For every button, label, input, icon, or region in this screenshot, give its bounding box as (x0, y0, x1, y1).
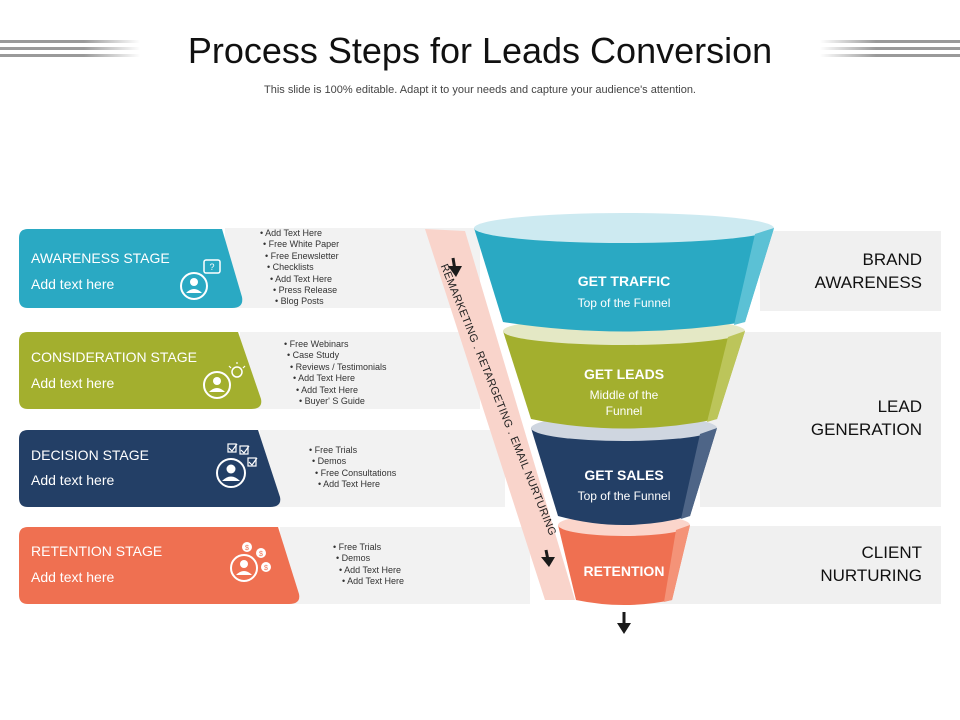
list-item: Add Text Here (260, 228, 339, 239)
user-money-icon: $ $ $ (230, 542, 271, 582)
decorative-lines-right (820, 40, 960, 64)
left-panel-retention (280, 527, 530, 604)
list-item: Press Release (260, 285, 339, 296)
list-item: Blog Posts (260, 296, 339, 307)
stage-card-consideration (19, 332, 262, 409)
user-idea-icon (203, 362, 246, 399)
funnel-output-arrow (617, 612, 631, 634)
stage-title-retention: RETENTION STAGE (31, 543, 163, 559)
list-item: Add Text Here (284, 373, 387, 384)
bullet-list-retention: Free Trials Demos Add Text Here Add Text… (333, 542, 404, 588)
list-item: Demos (309, 456, 396, 467)
stage-card-retention (19, 527, 300, 604)
stage-title-consideration: CONSIDERATION STAGE (31, 349, 197, 365)
right-label-line: BRAND (862, 250, 922, 269)
svg-text:$: $ (245, 545, 249, 552)
right-label-line: GENERATION (810, 420, 922, 439)
list-item: Free White Paper (260, 239, 340, 250)
funnel-segment-get-leads (503, 331, 745, 429)
nurturing-band (425, 229, 575, 600)
list-item: Add Text Here (333, 576, 404, 587)
stage-subtitle-decision: Add text here (31, 472, 115, 488)
funnel-segment-get-sales (531, 428, 717, 525)
svg-text:$: $ (264, 565, 268, 572)
funnel-sub-get-leads: Middle of the Funnel (589, 388, 659, 418)
page-subtitle: This slide is 100% editable. Adapt it to… (264, 84, 696, 96)
stage-card-decision (19, 430, 281, 507)
funnel-title-get-sales: GET SALES (584, 467, 664, 483)
list-item: Add Text Here (260, 274, 339, 285)
list-item: Add Text Here (284, 385, 387, 396)
funnel-title-get-leads: GET LEADS (583, 366, 665, 382)
right-panel-lead-generation (700, 332, 941, 507)
bullet-list-awareness: Add Text Here Free White Paper Free Enew… (260, 228, 339, 308)
funnel-sub-get-traffic: Top of the Funnel (577, 296, 671, 310)
svg-text:?: ? (209, 262, 214, 272)
right-label-line: CLIENT (861, 543, 922, 562)
stage-card-awareness (19, 229, 243, 308)
right-label-client-nurturing: CLIENT NURTURING (752, 541, 922, 587)
stage-title-decision: DECISION STAGE (31, 447, 149, 463)
list-item: Demos (333, 553, 404, 564)
funnel-segment-retention (558, 525, 690, 605)
user-checklist-icon (216, 443, 258, 488)
stage-subtitle-retention: Add text here (31, 569, 115, 585)
bullet-list-decision: Free Trials Demos Free Consultations Add… (309, 445, 397, 491)
list-item: Reviews / Testimonials (284, 362, 387, 373)
band-arrow-top (448, 257, 462, 277)
right-panel-client-nurturing (640, 526, 941, 604)
right-label-lead-generation: LEAD GENERATION (752, 395, 922, 441)
funnel-title-retention: RETENTION (583, 563, 665, 579)
list-item: Free Consultations (309, 468, 397, 479)
svg-text:$: $ (259, 551, 263, 558)
right-label-line: AWARENESS (814, 273, 922, 292)
list-item: Add Text Here (333, 565, 404, 576)
right-label-line: LEAD (877, 397, 922, 416)
funnel-title-get-traffic: GET TRAFFIC (577, 273, 671, 289)
funnel-sub-get-sales: Top of the Funnel (577, 489, 671, 503)
page-title: Process Steps for Leads Conversion (187, 30, 773, 71)
list-item: Free Webinars (284, 339, 387, 350)
right-label-line: NURTURING (820, 566, 922, 585)
list-item: Case Study (284, 350, 387, 361)
funnel-segment-get-traffic (474, 228, 774, 332)
decorative-lines-left (0, 40, 140, 64)
list-item: Free Trials (333, 542, 404, 553)
right-label-brand-awareness: BRAND AWARENESS (752, 248, 922, 294)
right-panel-brand-awareness (760, 231, 941, 311)
list-item: Free Enewsletter (260, 251, 339, 262)
list-item: Buyer' S Guide (284, 396, 387, 407)
user-question-icon: ? (180, 259, 221, 300)
stage-subtitle-consideration: Add text here (31, 375, 115, 391)
band-arrow-bottom (541, 549, 555, 567)
list-item: Add Text Here (309, 479, 396, 490)
list-item: Checklists (260, 262, 339, 273)
list-item: Free Trials (309, 445, 396, 456)
stage-subtitle-awareness: Add text here (31, 276, 115, 292)
bullet-list-consideration: Free Webinars Case Study Reviews / Testi… (284, 339, 387, 407)
stage-title-awareness: AWARENESS STAGE (31, 250, 170, 266)
